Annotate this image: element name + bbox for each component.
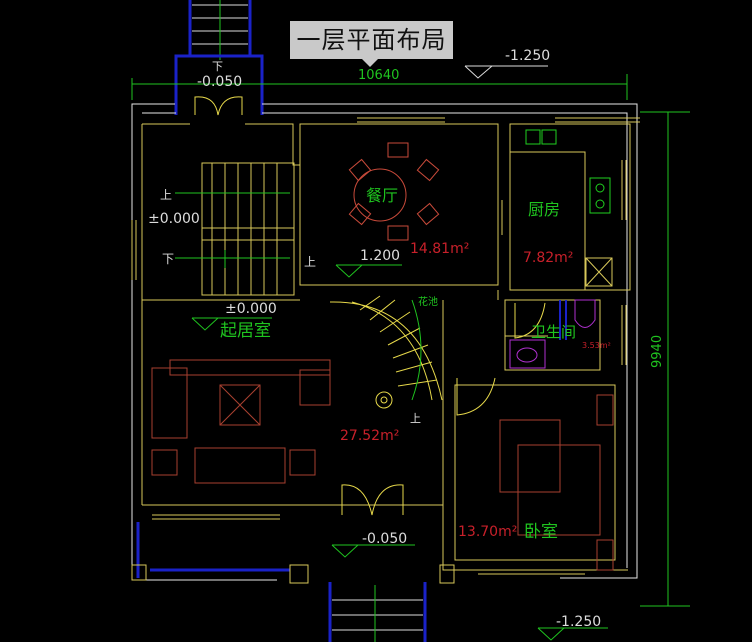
room-name-kitchen: 厨房 <box>528 200 560 219</box>
elevation-dining: 1.200 <box>360 248 400 264</box>
front-porch <box>131 522 455 642</box>
depth-dimension: 9940 <box>650 335 665 368</box>
elevation-front-porch: -0.050 <box>362 531 407 547</box>
room-area-living: 27.52m² <box>340 428 399 444</box>
room-name-dining: 餐厅 <box>366 186 398 205</box>
bedroom-furniture <box>499 394 614 571</box>
elevation-living: ±0.000 <box>225 301 277 317</box>
room-name-bedroom: 卧室 <box>524 522 558 542</box>
elevation-stair-hall: ±0.000 <box>148 211 200 227</box>
room-area-dining: 14.81m² <box>410 241 469 257</box>
bathroom-fixtures <box>509 299 596 369</box>
elevation-entrance: -0.050 <box>197 74 242 90</box>
stair-label-down: 下 <box>162 252 174 266</box>
doors <box>194 96 546 516</box>
stair-label-up-2: 上 <box>304 255 316 269</box>
elevation-markers <box>191 65 608 641</box>
elevation-top-right: -1.250 <box>505 48 550 64</box>
room-name-bathroom: 卫生间 <box>531 323 576 341</box>
dimension-lines <box>131 74 690 607</box>
width-dimension: 10640 <box>358 68 399 83</box>
room-area-bathroom: 3.53m² <box>582 341 611 350</box>
stair-arrows <box>175 192 290 268</box>
room-name-living: 起居室 <box>220 321 271 341</box>
plan-title: 一层平面布局 <box>290 21 453 67</box>
planter-label: 花池 <box>418 295 438 308</box>
elevation-bottom-right: -1.250 <box>556 614 601 630</box>
kitchen-fixtures <box>525 129 613 287</box>
room-area-kitchen: 7.82m² <box>523 250 573 266</box>
room-area-bedroom: 13.70m² <box>458 524 517 540</box>
stair-label-up-curved: 上 <box>410 412 421 425</box>
living-furniture <box>151 359 331 484</box>
outer-walls <box>131 103 638 581</box>
curved-stair <box>329 295 443 409</box>
inner-walls <box>131 117 640 575</box>
entrance-stairs-top <box>174 0 264 115</box>
stair-label-down-top: 下 <box>212 60 223 73</box>
stair-label-up: 上 <box>160 188 172 202</box>
dining-table <box>348 142 440 241</box>
